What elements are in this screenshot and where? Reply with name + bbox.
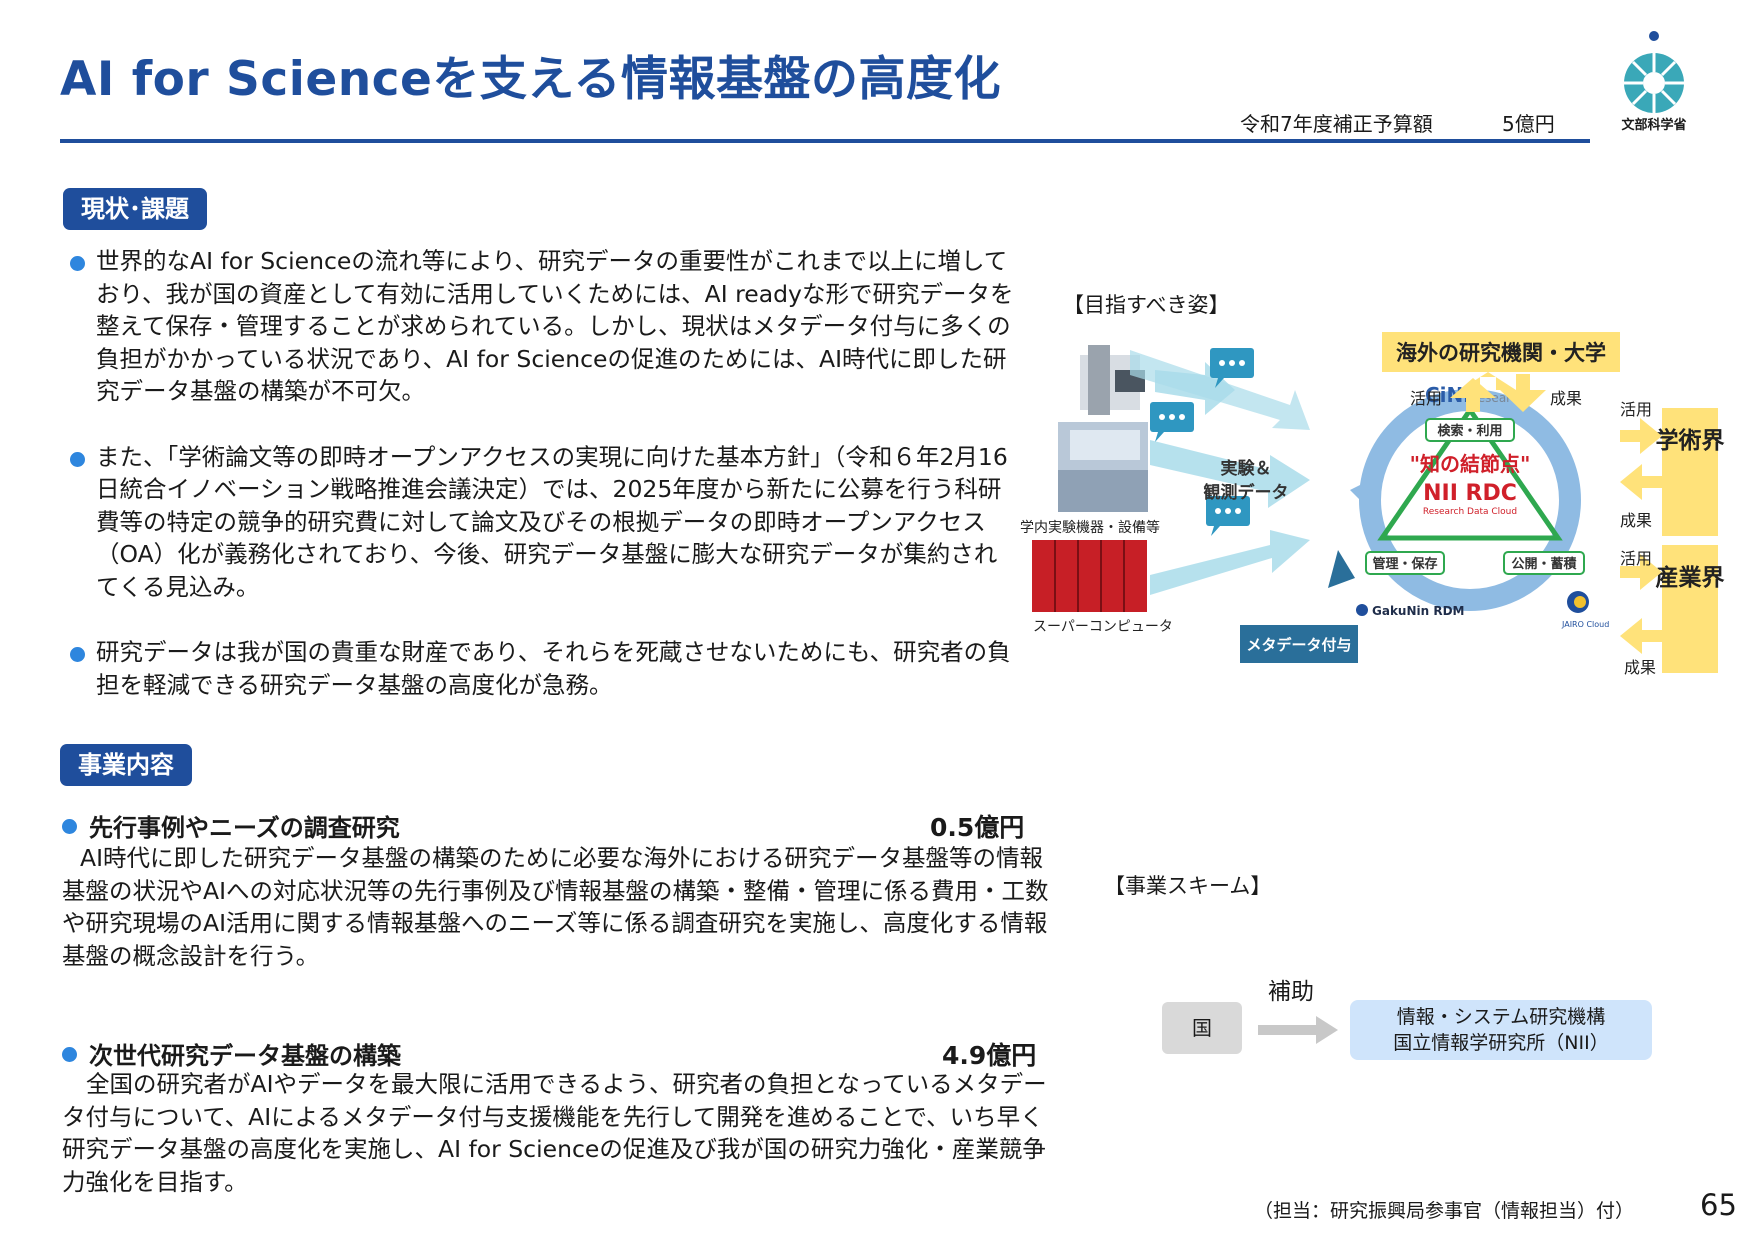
academia-use-label: 活用 xyxy=(1620,400,1652,419)
scheme-label: 【事業スキーム】 xyxy=(1104,874,1272,898)
business-item-2-heading: 次世代研究データ基盤の構築 xyxy=(62,1036,401,1071)
status-bullet-3: 研究データは我が国の貴重な財産であり、それらを死蔵させないためにも、研究者の負担… xyxy=(66,636,1016,701)
budget-label: 令和7年度補正予算額 xyxy=(1240,112,1433,136)
industry-result-label: 成果 xyxy=(1624,658,1656,677)
diagram-label: 【目指すべき姿】 xyxy=(1063,293,1230,317)
experiment-data-label-2: 観測データ xyxy=(1204,482,1289,503)
lab-room-image xyxy=(1058,422,1148,512)
nii-rdc-logo: NII RDC xyxy=(1423,481,1517,506)
scheme-to-line-1: 情報・システム研究機構 xyxy=(1396,1006,1606,1028)
jairo-logo: JAIRO Cloud xyxy=(1561,620,1609,629)
vision-diagram: 学内実験機器・設備等 スーパーコンピュータ 実験＆ 観測データ CiNii Re… xyxy=(1020,332,1725,677)
business-item-1-amount: 0.5億円 xyxy=(930,813,1025,842)
scheme-to-box: 情報・システム研究機構 国立情報学研究所（NII） xyxy=(1350,1000,1652,1060)
academia-result-label: 成果 xyxy=(1620,511,1652,530)
business-item-2-body: 全国の研究者がAIやデータを最大限に活用できるよう、研究者の負担となっているメタ… xyxy=(62,1070,1047,1196)
status-bullet-1: 世界的なAI for Scienceの流れ等により、研究データの重要性がこれまで… xyxy=(66,245,1016,408)
gakunin-logo-icon xyxy=(1356,604,1368,616)
knowledge-nexus-label: "知の結節点" xyxy=(1410,452,1531,476)
scheme-to-line-2: 国立情報学研究所（NII） xyxy=(1393,1032,1609,1054)
scheme-arrow-icon xyxy=(1258,1016,1338,1044)
business-item-2-amount: 4.9億円 xyxy=(942,1041,1037,1070)
section-badge-business: 事業内容 xyxy=(60,744,192,786)
academia-label: 学術界 xyxy=(1656,427,1725,454)
industry-label: 産業界 xyxy=(1656,564,1725,591)
business-item-1-body: AI時代に即した研究データ基盤の構築のために必要な海外における研究データ基盤等の… xyxy=(62,844,1049,970)
chat-bubble-icon xyxy=(1210,348,1254,388)
overseas-institutions-label: 海外の研究機関・大学 xyxy=(1396,341,1606,365)
metadata-label: メタデータ付与 xyxy=(1246,636,1351,654)
section-badge-status: 現状･課題 xyxy=(63,188,207,230)
supercomputer-label: スーパーコンピュータ xyxy=(1033,619,1173,635)
bullet-dot-icon xyxy=(62,819,77,834)
campus-equipment-label: 学内実験機器・設備等 xyxy=(1020,519,1160,536)
nii-rdc-sub: Research Data Cloud xyxy=(1423,507,1517,517)
business-item-1-title: 先行事例やニーズの調査研究 xyxy=(89,814,400,842)
overseas-result-label: 成果 xyxy=(1550,389,1582,408)
manage-store-label: 管理・保存 xyxy=(1372,556,1437,572)
status-bullet-2: また、「学術論文等の即時オープンアクセスの実現に向けた基本方針」（令和６年2月1… xyxy=(66,441,1016,604)
mext-logo-icon xyxy=(1624,31,1684,113)
scheme-from-box: 国 xyxy=(1162,1002,1242,1054)
footer-owner: （担当：研究振興局参事官（情報担当）付） xyxy=(1254,1200,1635,1222)
title-underline xyxy=(60,139,1590,143)
overseas-use-label: 活用 xyxy=(1410,389,1442,408)
chat-bubble-icon xyxy=(1150,402,1194,442)
lab-equipment-image xyxy=(1080,345,1145,415)
mext-logo-text: 文部科学省 xyxy=(1621,118,1687,133)
chat-bubble-icon xyxy=(1206,496,1250,536)
industry-use-label: 活用 xyxy=(1620,549,1652,568)
page-number: 65 xyxy=(1700,1188,1737,1222)
page-title: AI for Scienceを支える情報基盤の高度化 xyxy=(60,52,1001,107)
experiment-data-label-1: 実験＆ xyxy=(1221,458,1272,479)
search-use-label: 検索・利用 xyxy=(1437,423,1502,439)
status-bullet-list: 世界的なAI for Scienceの流れ等により、研究データの重要性がこれまで… xyxy=(66,245,1016,734)
business-item-2-title: 次世代研究データ基盤の構築 xyxy=(89,1042,401,1070)
business-item-1-heading: 先行事例やニーズの調査研究 xyxy=(62,808,400,843)
publish-accumulate-label: 公開・蓄積 xyxy=(1511,556,1577,572)
scheme-flow-label: 補助 xyxy=(1268,979,1314,1005)
budget-value: 5億円 xyxy=(1502,112,1555,136)
bullet-dot-icon xyxy=(62,1047,77,1062)
gakunin-logo: GakuNin RDM xyxy=(1372,604,1465,618)
supercomputer-image xyxy=(1032,540,1147,612)
